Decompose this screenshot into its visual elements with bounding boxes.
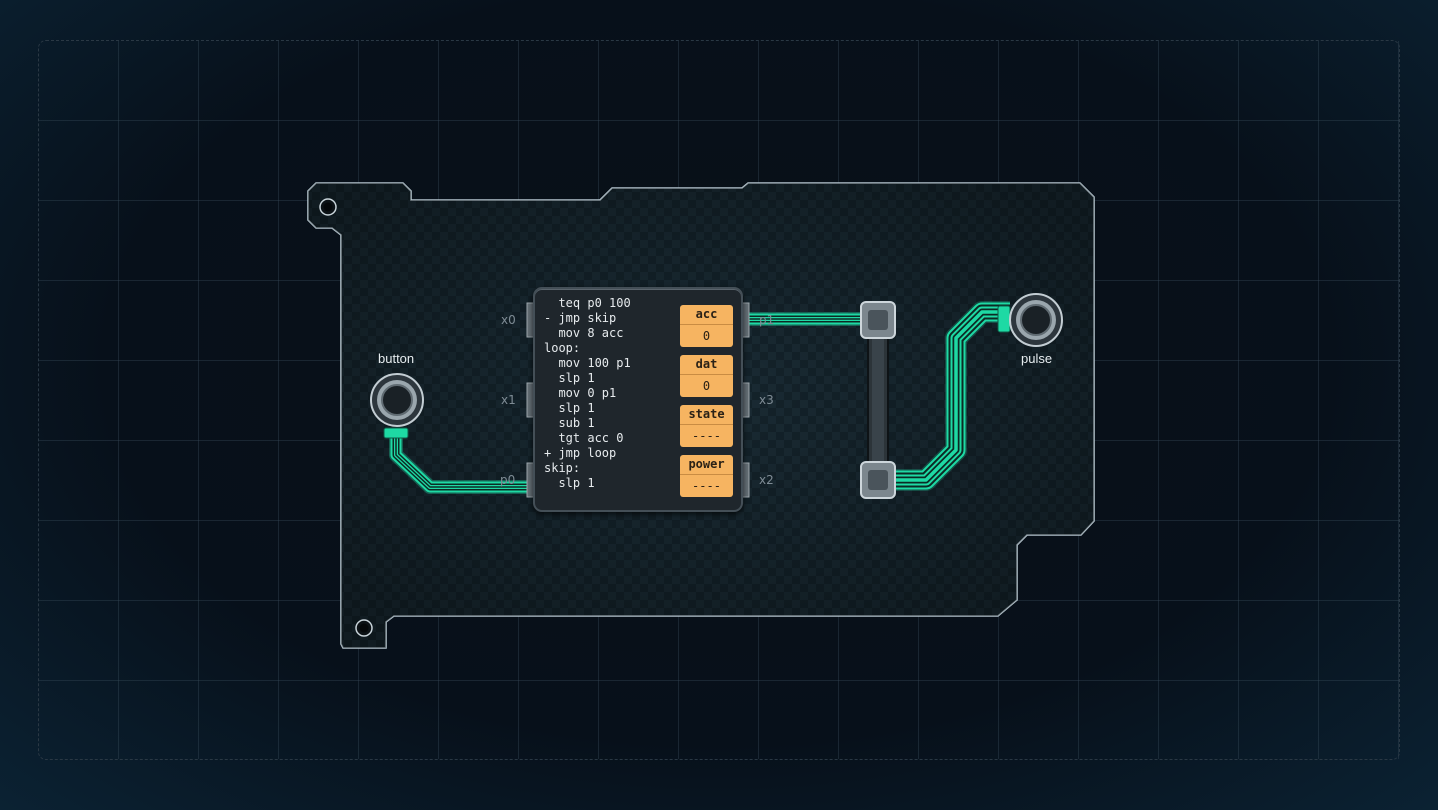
pin-label-x1: x1 xyxy=(501,393,516,407)
code-line[interactable]: sub 1 xyxy=(544,416,595,430)
wire-relay-to-pulse[interactable] xyxy=(891,301,1010,491)
pin-label-p0: p0 xyxy=(500,473,516,487)
pin-label-x0: x0 xyxy=(501,313,516,327)
microcontroller-chip[interactable]: teq p0 100 - jmp skip mov 8 acc loop: mo… xyxy=(533,287,743,512)
code-line[interactable]: + jmp loop xyxy=(544,446,617,460)
code-line[interactable]: skip: xyxy=(544,461,581,475)
code-line[interactable]: slp 1 xyxy=(544,371,595,385)
register-value: 0 xyxy=(702,379,711,393)
register-value: ---- xyxy=(692,479,721,493)
register-name: acc xyxy=(680,305,733,325)
pulse-label: pulse xyxy=(1021,351,1053,366)
mount-hole-icon xyxy=(319,198,337,216)
mount-hole-icon xyxy=(355,619,373,637)
register-value: ---- xyxy=(692,429,721,443)
button-label: button xyxy=(378,351,415,366)
register-name: state xyxy=(680,405,733,425)
code-line[interactable]: slp 1 xyxy=(544,401,595,415)
code-line[interactable]: mov 0 p1 xyxy=(544,386,617,400)
register-name: dat xyxy=(680,355,733,375)
register-name: power xyxy=(680,455,733,475)
code-line[interactable]: tgt acc 0 xyxy=(544,431,624,445)
pulse-component[interactable] xyxy=(997,293,1063,347)
pin-label-x3: x3 xyxy=(759,393,774,407)
workspace-frame xyxy=(38,40,1400,760)
register-dat: dat 0 xyxy=(680,355,733,397)
register-power: power ---- xyxy=(680,455,733,497)
button-component[interactable] xyxy=(370,373,424,439)
register-value: 0 xyxy=(702,329,711,343)
code-editor[interactable]: teq p0 100 - jmp skip mov 8 acc loop: mo… xyxy=(544,296,631,491)
pin-label-x2: x2 xyxy=(759,473,774,487)
code-line[interactable]: mov 8 acc xyxy=(544,326,624,340)
code-line[interactable]: teq p0 100 xyxy=(544,296,631,310)
code-line[interactable]: mov 100 p1 xyxy=(544,356,631,370)
code-line[interactable]: slp 1 xyxy=(544,476,595,490)
wire-button-to-p0[interactable] xyxy=(389,430,531,494)
relay-component[interactable] xyxy=(860,301,896,499)
pin-label-p1: p1 xyxy=(759,313,775,327)
register-acc: acc 0 xyxy=(680,305,733,347)
register-state: state ---- xyxy=(680,405,733,447)
code-line[interactable]: - jmp skip xyxy=(544,311,617,325)
code-line[interactable]: loop: xyxy=(544,341,581,355)
